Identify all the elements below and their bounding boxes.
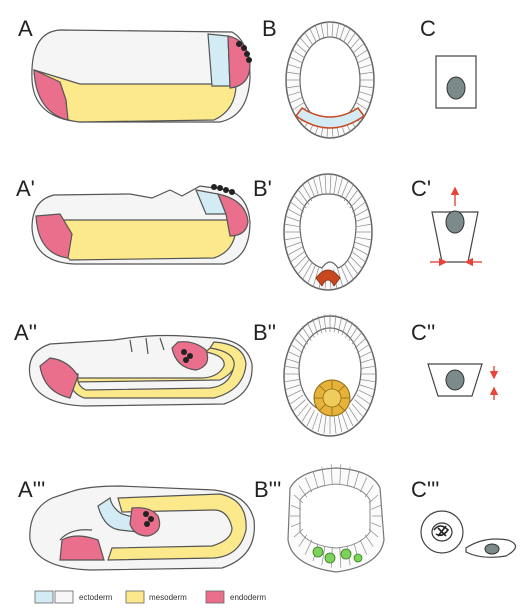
label-B-triple-prime: B''' bbox=[254, 477, 281, 502]
label-C: C bbox=[420, 16, 436, 41]
label-A: A bbox=[18, 16, 33, 41]
cell-C-prime bbox=[430, 188, 482, 262]
embryo-A-triple-prime bbox=[30, 486, 255, 570]
label-B-double-prime: B'' bbox=[253, 320, 276, 345]
label-B: B bbox=[262, 16, 277, 41]
cell-C bbox=[436, 56, 476, 108]
cross-section-B bbox=[286, 22, 374, 138]
legend-swatch-ectoderm-colored bbox=[35, 591, 53, 603]
label-A-prime: A' bbox=[16, 176, 35, 201]
embryo-A-double-prime bbox=[29, 336, 252, 407]
cross-section-B-prime bbox=[284, 174, 372, 290]
label-B-prime: B' bbox=[253, 176, 272, 201]
legend-swatch-ectoderm-plain bbox=[55, 591, 73, 603]
legend-swatch-endoderm bbox=[206, 591, 224, 603]
legend-label-ectoderm: ectoderm bbox=[79, 593, 113, 602]
label-A-double-prime: A'' bbox=[14, 320, 37, 345]
legend-swatch-mesoderm bbox=[126, 591, 144, 603]
legend: ectoderm mesoderm endoderm bbox=[35, 591, 266, 603]
label-C-double-prime: C'' bbox=[411, 320, 435, 345]
legend-label-endoderm: endoderm bbox=[230, 593, 266, 602]
cell-C-triple-prime bbox=[421, 511, 516, 557]
legend-label-mesoderm: mesoderm bbox=[149, 593, 187, 602]
label-C-prime: C' bbox=[411, 176, 431, 201]
cross-section-B-triple-prime bbox=[288, 464, 384, 572]
midgut-cell-cluster bbox=[314, 380, 350, 416]
label-A-triple-prime: A''' bbox=[18, 477, 45, 502]
cross-section-B-double-prime bbox=[284, 314, 376, 436]
embryo-A-prime bbox=[32, 184, 250, 264]
cell-C-double-prime bbox=[428, 364, 494, 400]
label-C-triple-prime: C''' bbox=[411, 477, 440, 502]
embryo-A bbox=[32, 30, 252, 122]
